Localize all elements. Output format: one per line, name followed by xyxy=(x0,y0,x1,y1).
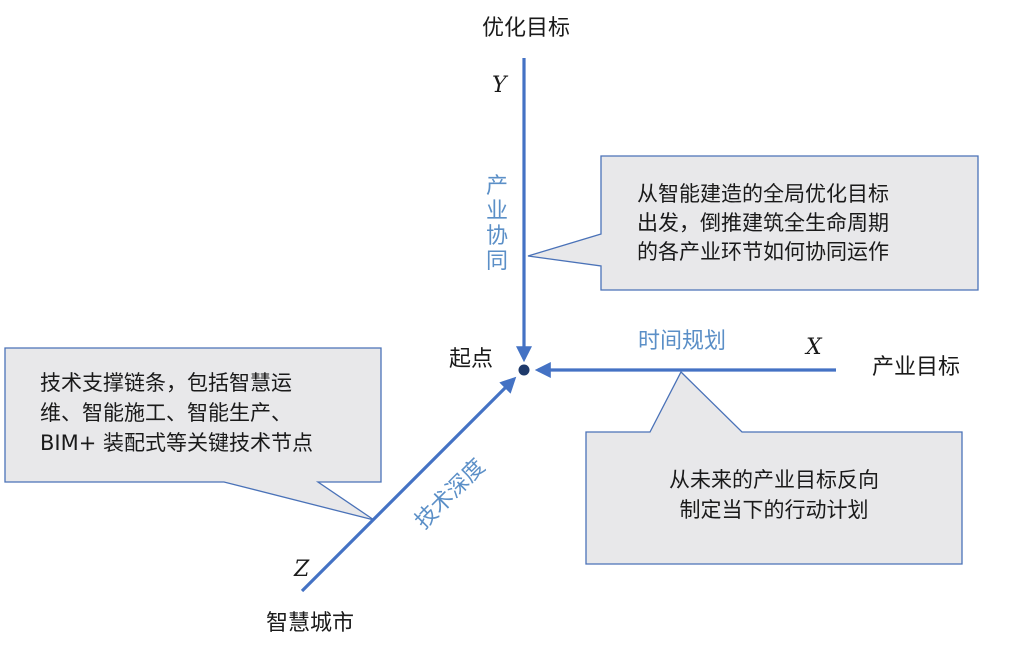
z-axis-end-label: 智慧城市 xyxy=(266,611,354,636)
x-axis-end-label: 产业目标 xyxy=(872,355,960,380)
y-axis-along-char-1: 产 xyxy=(486,174,508,199)
z-axis-line xyxy=(300,376,517,593)
y-note-callout-shape xyxy=(527,155,979,291)
z-note-line-3: BIM+ 装配式等关键技术节点 xyxy=(40,431,313,455)
z-axis-along-label: 技术深度 xyxy=(411,454,491,534)
y-axis-end-label: 优化目标 xyxy=(482,16,570,41)
x-axis-letter: X xyxy=(804,335,823,360)
z-note-line-1: 技术支撑链条，包括智慧运 xyxy=(40,371,292,395)
y-axis-along-char-4: 同 xyxy=(486,249,508,274)
z-axis-letter: Z xyxy=(293,557,310,582)
z-note-callout-shape xyxy=(4,347,382,521)
y-axis-along-char-2: 业 xyxy=(486,199,508,224)
y-note-line-1: 从智能建造的全局优化目标 xyxy=(637,182,889,206)
x-note-callout-shape xyxy=(585,370,963,565)
y-note-line-2: 出发，倒推建筑全生命周期 xyxy=(637,211,889,235)
y-axis-letter: Y xyxy=(492,73,509,98)
x-axis-along-label: 时间规划 xyxy=(638,329,726,354)
z-note-line-2: 维、智能施工、智能生产、 xyxy=(40,401,292,425)
x-note-line-1: 从未来的产业目标反向 xyxy=(669,468,879,492)
origin-label: 起点 xyxy=(449,347,493,372)
origin-point xyxy=(518,364,530,376)
y-note-line-3: 的各产业环节如何协同运作 xyxy=(637,240,889,264)
x-note-line-2: 制定当下的行动计划 xyxy=(680,498,869,522)
y-axis-along-char-3: 协 xyxy=(486,224,508,249)
